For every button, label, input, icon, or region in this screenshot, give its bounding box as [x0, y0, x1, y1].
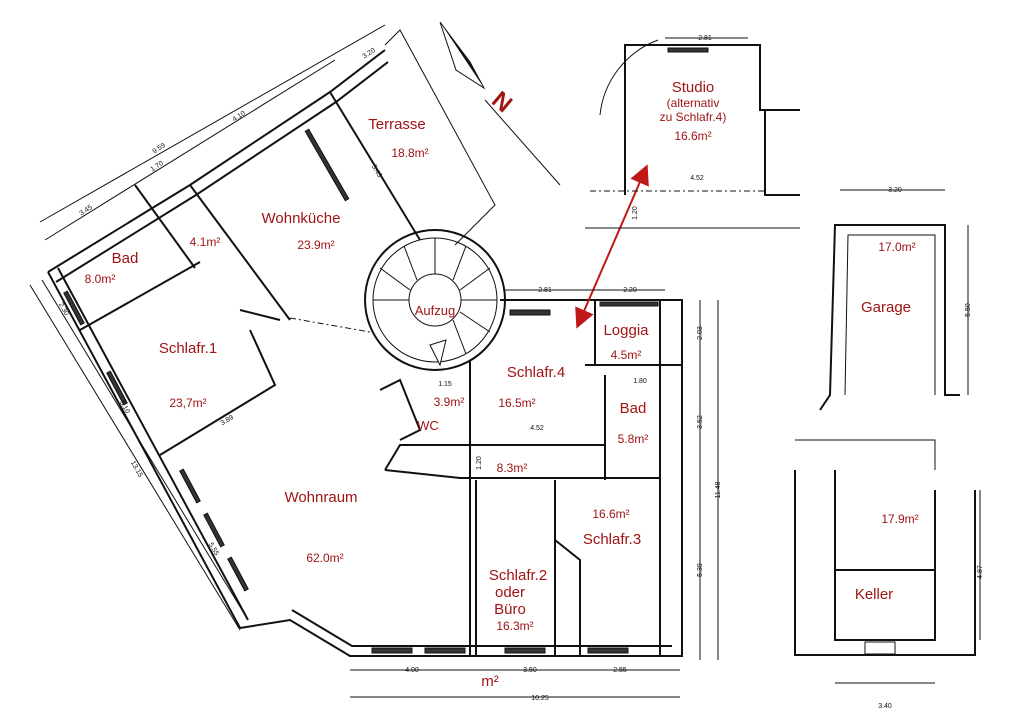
dim-label: 1.20: [632, 206, 639, 220]
area-flur: 8.3m²: [497, 461, 528, 475]
area-keller: 17.9m²: [881, 512, 918, 526]
area-schlafr2: 16.3m²: [496, 619, 533, 633]
room-studio-note-1: (alternativ: [667, 96, 720, 110]
dim-label: 1.80: [633, 378, 647, 385]
room-aufzug: Aufzug: [415, 303, 455, 318]
dim-label: 3.45: [79, 204, 94, 217]
room-schlafr1: Schlafr.1: [159, 340, 217, 357]
dim-label: 3.52: [697, 415, 704, 429]
dim-label: 3.20: [888, 187, 902, 194]
room-studio: Studio: [672, 79, 715, 96]
room-garage: Garage: [861, 299, 911, 316]
dim-label: 2.55: [613, 667, 627, 674]
dim-label: 4.87: [977, 565, 984, 579]
dim-label: 5.10: [118, 400, 131, 415]
bottom-m2-label: m²: [481, 673, 499, 690]
room-schlafr2-oder: oder: [495, 584, 525, 601]
dim-label: 4.10: [232, 110, 247, 123]
alternative-link-arrow: [575, 164, 649, 329]
room-schlafr2: Schlafr.2: [489, 567, 547, 584]
keller-walls: [794, 439, 976, 656]
dim-label: 5.39: [697, 563, 704, 577]
dim-label: 11.48: [715, 481, 722, 498]
dim-label: 2.81: [698, 35, 712, 42]
area-garage: 17.0m²: [878, 240, 915, 254]
room-bad: Bad: [112, 250, 139, 267]
room-wohnkueche: Wohnküche: [262, 210, 341, 227]
dim-label: 4.52: [690, 175, 704, 182]
room-schlafr3: Schlafr.3: [583, 531, 641, 548]
area-bad: 8.0m²: [85, 272, 116, 286]
area-schlafr4: 16.5m²: [498, 396, 535, 410]
dim-label: 1.70: [150, 160, 165, 173]
room-wohnraum: Wohnraum: [284, 489, 357, 506]
area-wc: 3.9m²: [434, 395, 465, 409]
dim-label: 3.50: [523, 667, 537, 674]
area-wohnkueche: 23.9m²: [297, 238, 334, 252]
dim-label: 2.20: [623, 287, 637, 294]
room-bad-2: Bad: [620, 400, 647, 417]
area-schlafr1: 23,7m²: [169, 396, 206, 410]
room-schlafr2-buero: Büro: [494, 601, 526, 618]
area-schlafr3: 16.6m²: [592, 507, 629, 521]
area-abstell: 4.1m²: [190, 235, 221, 249]
area-studio: 16.6m²: [674, 129, 711, 143]
dim-label: 2.03: [697, 326, 704, 340]
dim-label: 3.40: [878, 703, 892, 710]
staircase: [364, 229, 506, 441]
area-loggia: 4.5m²: [611, 348, 642, 362]
dim-label: 4.52: [530, 425, 544, 432]
room-schlafr4: Schlafr.4: [507, 364, 565, 381]
dim-label: 1.15: [438, 381, 452, 388]
dim-label: 13.15: [129, 460, 144, 479]
garage-walls: [819, 224, 960, 411]
north-arrow-icon: N: [439, 21, 561, 186]
room-studio-note-2: zu Schlafr.4): [660, 110, 727, 124]
dim-label: 2.81: [538, 287, 552, 294]
area-terrasse: 18.8m²: [391, 146, 428, 160]
dim-label: 5.50: [965, 303, 972, 317]
room-labels: Terrasse 18.8m² Wohnküche 23.9m² Bad 8.0…: [85, 79, 919, 690]
dim-label: 2.30: [57, 302, 70, 317]
apartment-walls: [47, 29, 683, 657]
room-loggia: Loggia: [603, 322, 649, 339]
dim-label: 10.25: [531, 695, 549, 702]
area-bad-2: 5.8m²: [618, 432, 649, 446]
dim-label: 4.00: [405, 667, 419, 674]
room-wc: WC: [417, 418, 439, 433]
studio-walls: [585, 39, 800, 229]
area-wohnraum: 62.0m²: [306, 551, 343, 565]
room-terrasse: Terrasse: [368, 116, 426, 133]
dim-label: 1.20: [476, 456, 483, 470]
dimension-lines: [29, 24, 981, 698]
room-keller: Keller: [855, 586, 893, 603]
north-label: N: [487, 86, 518, 118]
